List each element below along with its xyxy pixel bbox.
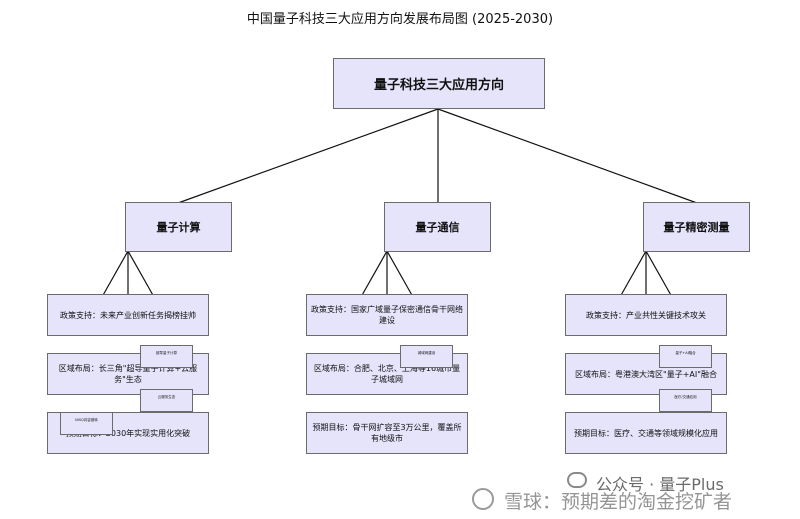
leaf-metrology-policy: 政策支持：产业共性关键技术攻关 [565, 294, 727, 336]
branch-quantum-metrology: 量子精密测量 [643, 202, 750, 252]
leaf-communication-goal: 预期目标：骨干网扩容至3万公里，覆盖所有地级市 [306, 412, 468, 454]
wechat-icon [567, 472, 587, 488]
note-metrology-apps: 医疗/交通应用 [659, 389, 712, 412]
leaf-communication-policy: 政策支持：国家广域量子保密通信骨干网络建设 [306, 294, 468, 336]
leaf-metrology-goal: 预期目标：医疗、交通等领域规模化应用 [565, 412, 727, 454]
snowball-icon [472, 488, 494, 510]
leaf-computing-policy: 政策支持：未来产业创新任务揭榜挂帅 [47, 294, 209, 336]
note-communication-metro: 城域网建设 [400, 345, 453, 368]
root-node: 量子科技三大应用方向 [333, 58, 545, 109]
note-metrology-ai: 量子+AI融合 [659, 345, 712, 368]
branch-quantum-communication: 量子通信 [384, 202, 491, 252]
leaf-computing-region: 区域布局：长三角"超导量子计算+云服务"生态 [47, 353, 209, 395]
note-computing-superconducting: 超导量子计算 [140, 345, 193, 368]
note-computing-nisq: NISQ向容错转 [60, 412, 113, 435]
branch-quantum-computing: 量子计算 [125, 202, 232, 252]
note-computing-cloud: 云服务生态 [140, 389, 193, 412]
diagram-title: 中国量子科技三大应用方向发展布局图 (2025-2030) [246, 12, 554, 27]
